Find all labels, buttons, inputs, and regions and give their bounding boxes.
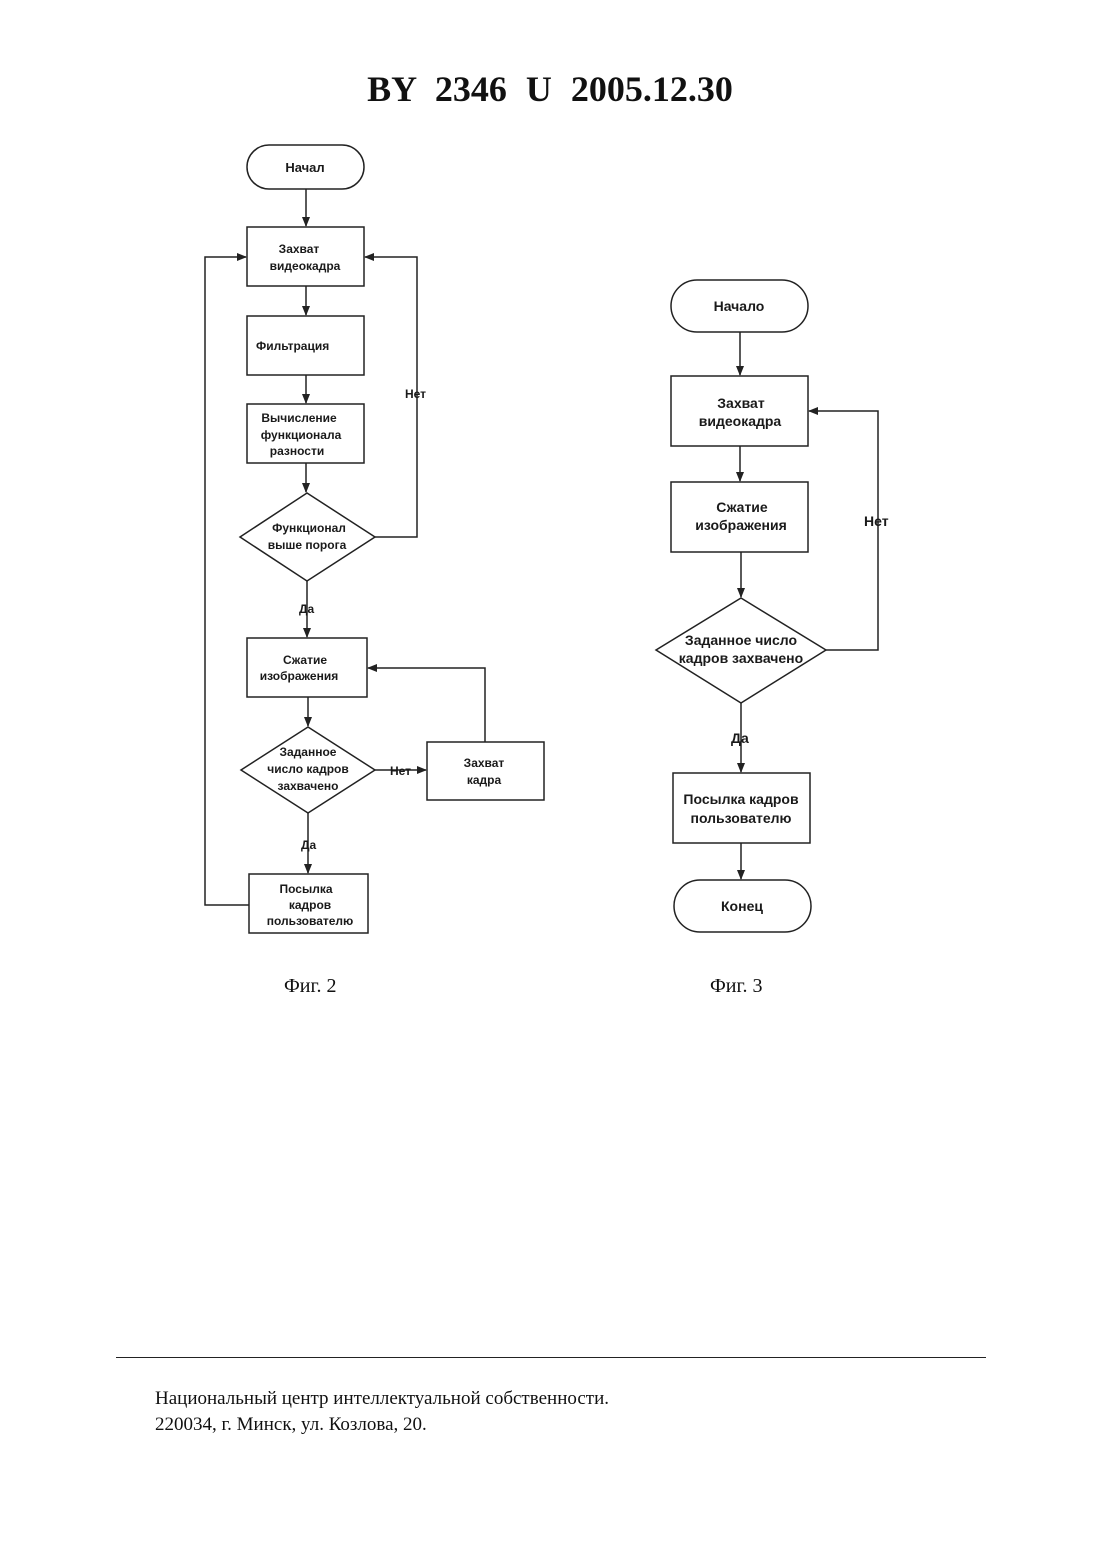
fig2-capture-box [247, 227, 364, 286]
fig3-no-label: Нет [864, 513, 889, 529]
fig3-send-box [673, 773, 810, 843]
footer: Национальный центр интеллектуальной собс… [155, 1386, 609, 1438]
flowcharts: Начал Захват видеокадра Фильтрация Вычис… [0, 0, 1100, 1000]
fig3-capture-label-1: Захват [717, 395, 765, 411]
fig2-count-label-1: Заданное [280, 745, 337, 759]
fig3-capture-box [671, 376, 808, 446]
fig2-threshold-decision [240, 493, 375, 581]
fig2-loop-frame-compress [368, 668, 485, 742]
fig3-send-label-2: пользователю [690, 810, 791, 826]
footer-line-1: Национальный центр интеллектуальной собс… [155, 1386, 609, 1412]
fig3-start-label: Начало [714, 298, 765, 314]
fig3-no-loop [809, 411, 878, 650]
fig3-compress-label-2: изображения [695, 517, 787, 533]
fig2-yes-label-2: Да [301, 838, 317, 852]
fig3-yes-label: Да [731, 730, 749, 746]
fig2-compute-label-1: Вычисление [261, 411, 337, 425]
fig3-caption: Фиг. 3 [710, 975, 762, 998]
fig2-compress-label-1: Сжатие [283, 653, 327, 667]
fig2-no-label-2: Нет [390, 764, 411, 778]
fig2-compute-label-2: функционала [261, 428, 342, 442]
fig3-end-label: Конец [721, 898, 763, 914]
fig2-count-label-2: число кадров [267, 762, 348, 776]
footer-line-2: 220034, г. Минск, ул. Козлова, 20. [155, 1412, 609, 1438]
fig2-count-label-3: захвачено [278, 779, 339, 793]
fig2-capture-label-2: видеокадра [270, 259, 341, 273]
fig2-threshold-label-1: Функционал [272, 521, 346, 535]
fig3-count-label-2: кадров захвачено [679, 650, 803, 666]
fig2-threshold-label-2: выше порога [268, 538, 347, 552]
fig2-no-label-1: Нет [405, 387, 426, 401]
fig2-compress-box [247, 638, 367, 697]
fig3-compress-label-1: Сжатие [716, 499, 768, 515]
fig2-capture-frame-label-2: кадра [467, 773, 502, 787]
fig2-capture-frame-label-1: Захват [464, 756, 505, 770]
fig2-capture-frame-box [427, 742, 544, 800]
fig2-caption: Фиг. 2 [284, 975, 336, 998]
fig2-compress-label-2: изображения [260, 669, 338, 683]
flowchart-fig3: Начало Захват видеокадра Сжатие изображе… [656, 280, 889, 932]
fig2-compute-label-3: разности [270, 444, 324, 458]
fig2-yes-label-1: Да [299, 602, 315, 616]
fig3-send-label-1: Посылка кадров [683, 791, 799, 807]
fig3-capture-label-2: видеокадра [699, 413, 782, 429]
fig2-send-label-1: Посылка [279, 882, 332, 896]
footer-divider [116, 1357, 986, 1358]
flowchart-fig2: Начал Захват видеокадра Фильтрация Вычис… [205, 145, 544, 933]
fig2-capture-label-1: Захват [279, 242, 320, 256]
fig2-start-label: Начал [285, 160, 324, 175]
fig2-filter-label: Фильтрация [256, 339, 329, 353]
fig2-send-label-2: кадров [289, 898, 331, 912]
fig2-loop-send-capture [205, 257, 249, 905]
fig2-send-label-3: пользователю [267, 914, 354, 928]
fig3-count-label-1: Заданное число [685, 632, 797, 648]
